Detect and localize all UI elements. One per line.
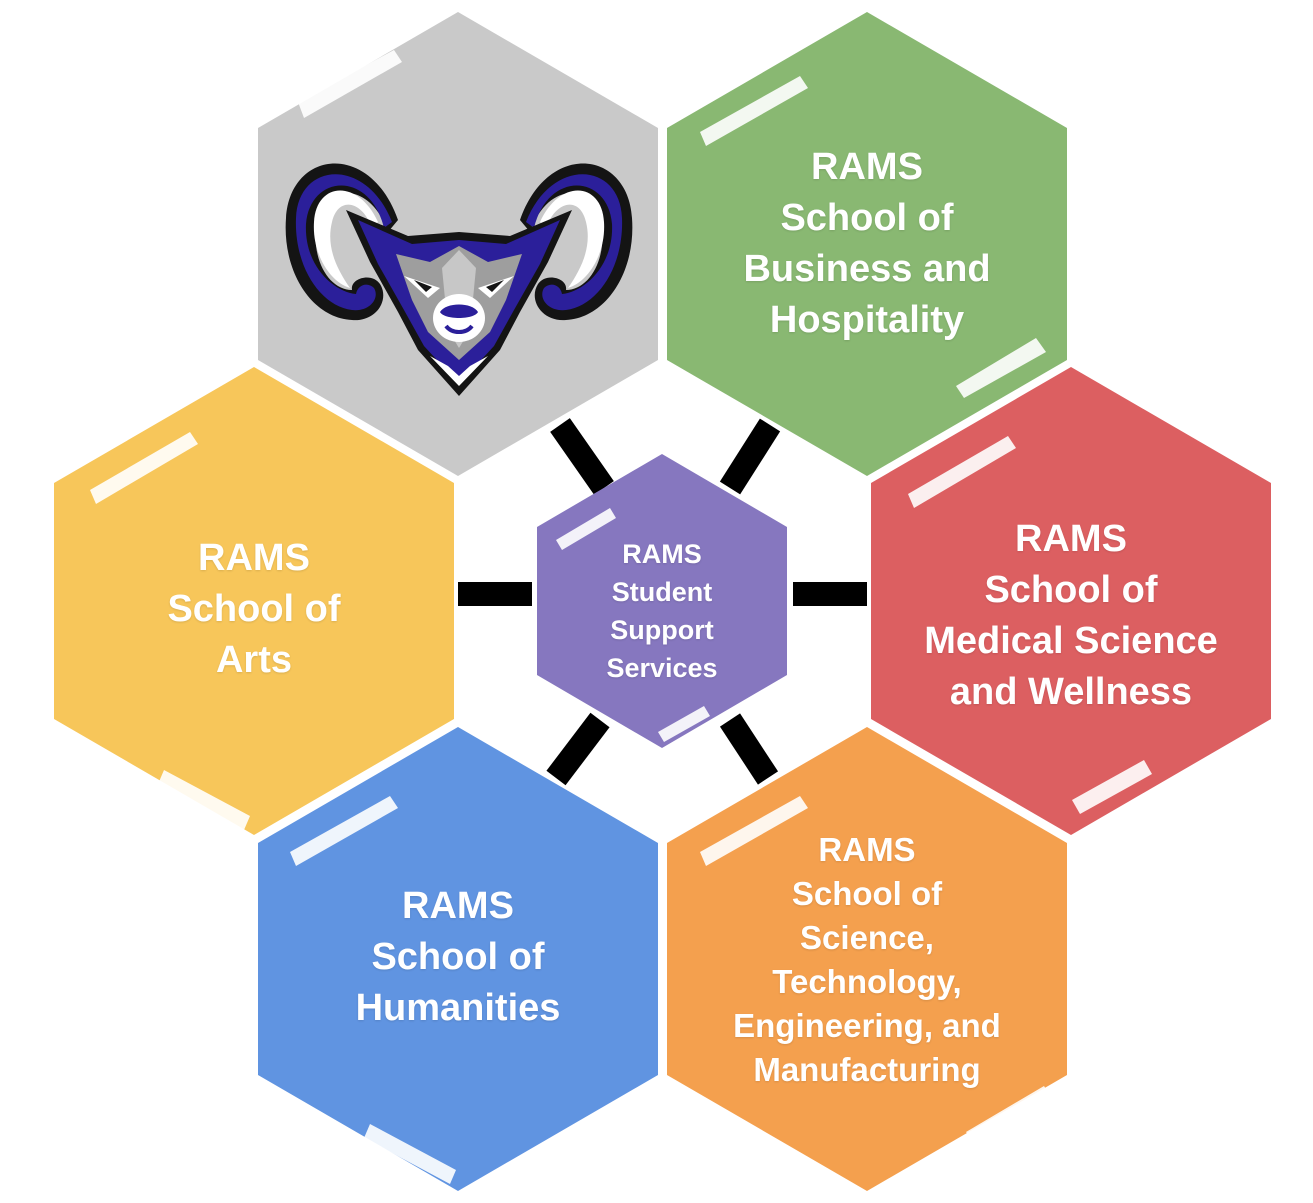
hex-label-stem: RAMS School of Science, Technology, Engi… <box>697 826 1037 1094</box>
highlight <box>298 50 402 118</box>
label-line: Business and <box>743 248 991 290</box>
label-line: Engineering, and <box>733 1007 1001 1044</box>
highlight <box>364 1124 456 1184</box>
highlight <box>700 796 808 866</box>
hex-label-humanities: RAMS School of Humanities <box>308 867 608 1047</box>
label-line: RAMS <box>811 146 923 188</box>
highlight <box>158 770 250 830</box>
hex-label-arts: RAMS School of Arts <box>104 519 404 699</box>
hex-stem <box>667 727 1067 1191</box>
connector-business <box>719 418 781 495</box>
label-line: Hospitality <box>769 299 965 341</box>
label-line: School of <box>167 587 341 630</box>
label-line: School of <box>984 569 1158 611</box>
hex-label-center: RAMS Student Support Services <box>562 530 762 692</box>
highlight <box>658 706 710 742</box>
highlight <box>956 338 1046 398</box>
hex-label-business: RAMS School of Business and Hospitality <box>717 144 1017 344</box>
hex-humanities <box>258 727 658 1191</box>
highlight <box>556 508 616 550</box>
hex-arts <box>54 367 454 835</box>
label-line: RAMS <box>402 884 514 927</box>
label-line: Support <box>610 615 714 645</box>
connector-stem <box>719 713 779 785</box>
hex-medical <box>871 367 1271 835</box>
label-line: Arts <box>215 638 293 681</box>
connector-logo <box>550 418 614 495</box>
connectors <box>458 418 867 786</box>
hex-label-medical: RAMS School of Medical Science and Welln… <box>901 514 1241 718</box>
highlight <box>90 432 198 504</box>
label-line: RAMS <box>818 831 916 868</box>
label-line: Medical Science <box>924 620 1218 662</box>
highlight <box>290 796 398 866</box>
connector-humanities <box>546 712 610 786</box>
highlight <box>908 436 1016 508</box>
label-line: Science, <box>800 919 934 956</box>
label-line: Humanities <box>355 986 561 1029</box>
highlight <box>1072 760 1152 814</box>
label-line: and Wellness <box>949 671 1193 713</box>
label-line: School of <box>780 197 954 239</box>
label-line: Student <box>611 577 713 607</box>
label-line: School of <box>371 935 545 978</box>
highlight <box>966 1086 1052 1144</box>
highlights <box>90 50 1152 1184</box>
label-line: Services <box>606 653 718 683</box>
label-line: School of <box>791 875 943 912</box>
highlight <box>700 76 808 146</box>
label-line: Technology, <box>772 963 962 1000</box>
label-line: RAMS <box>622 539 702 569</box>
label-line: Manufacturing <box>753 1051 981 1088</box>
ram-head-icon <box>285 163 633 396</box>
label-line: RAMS <box>1015 518 1127 560</box>
label-line: RAMS <box>198 536 310 579</box>
hex-business <box>667 12 1067 476</box>
